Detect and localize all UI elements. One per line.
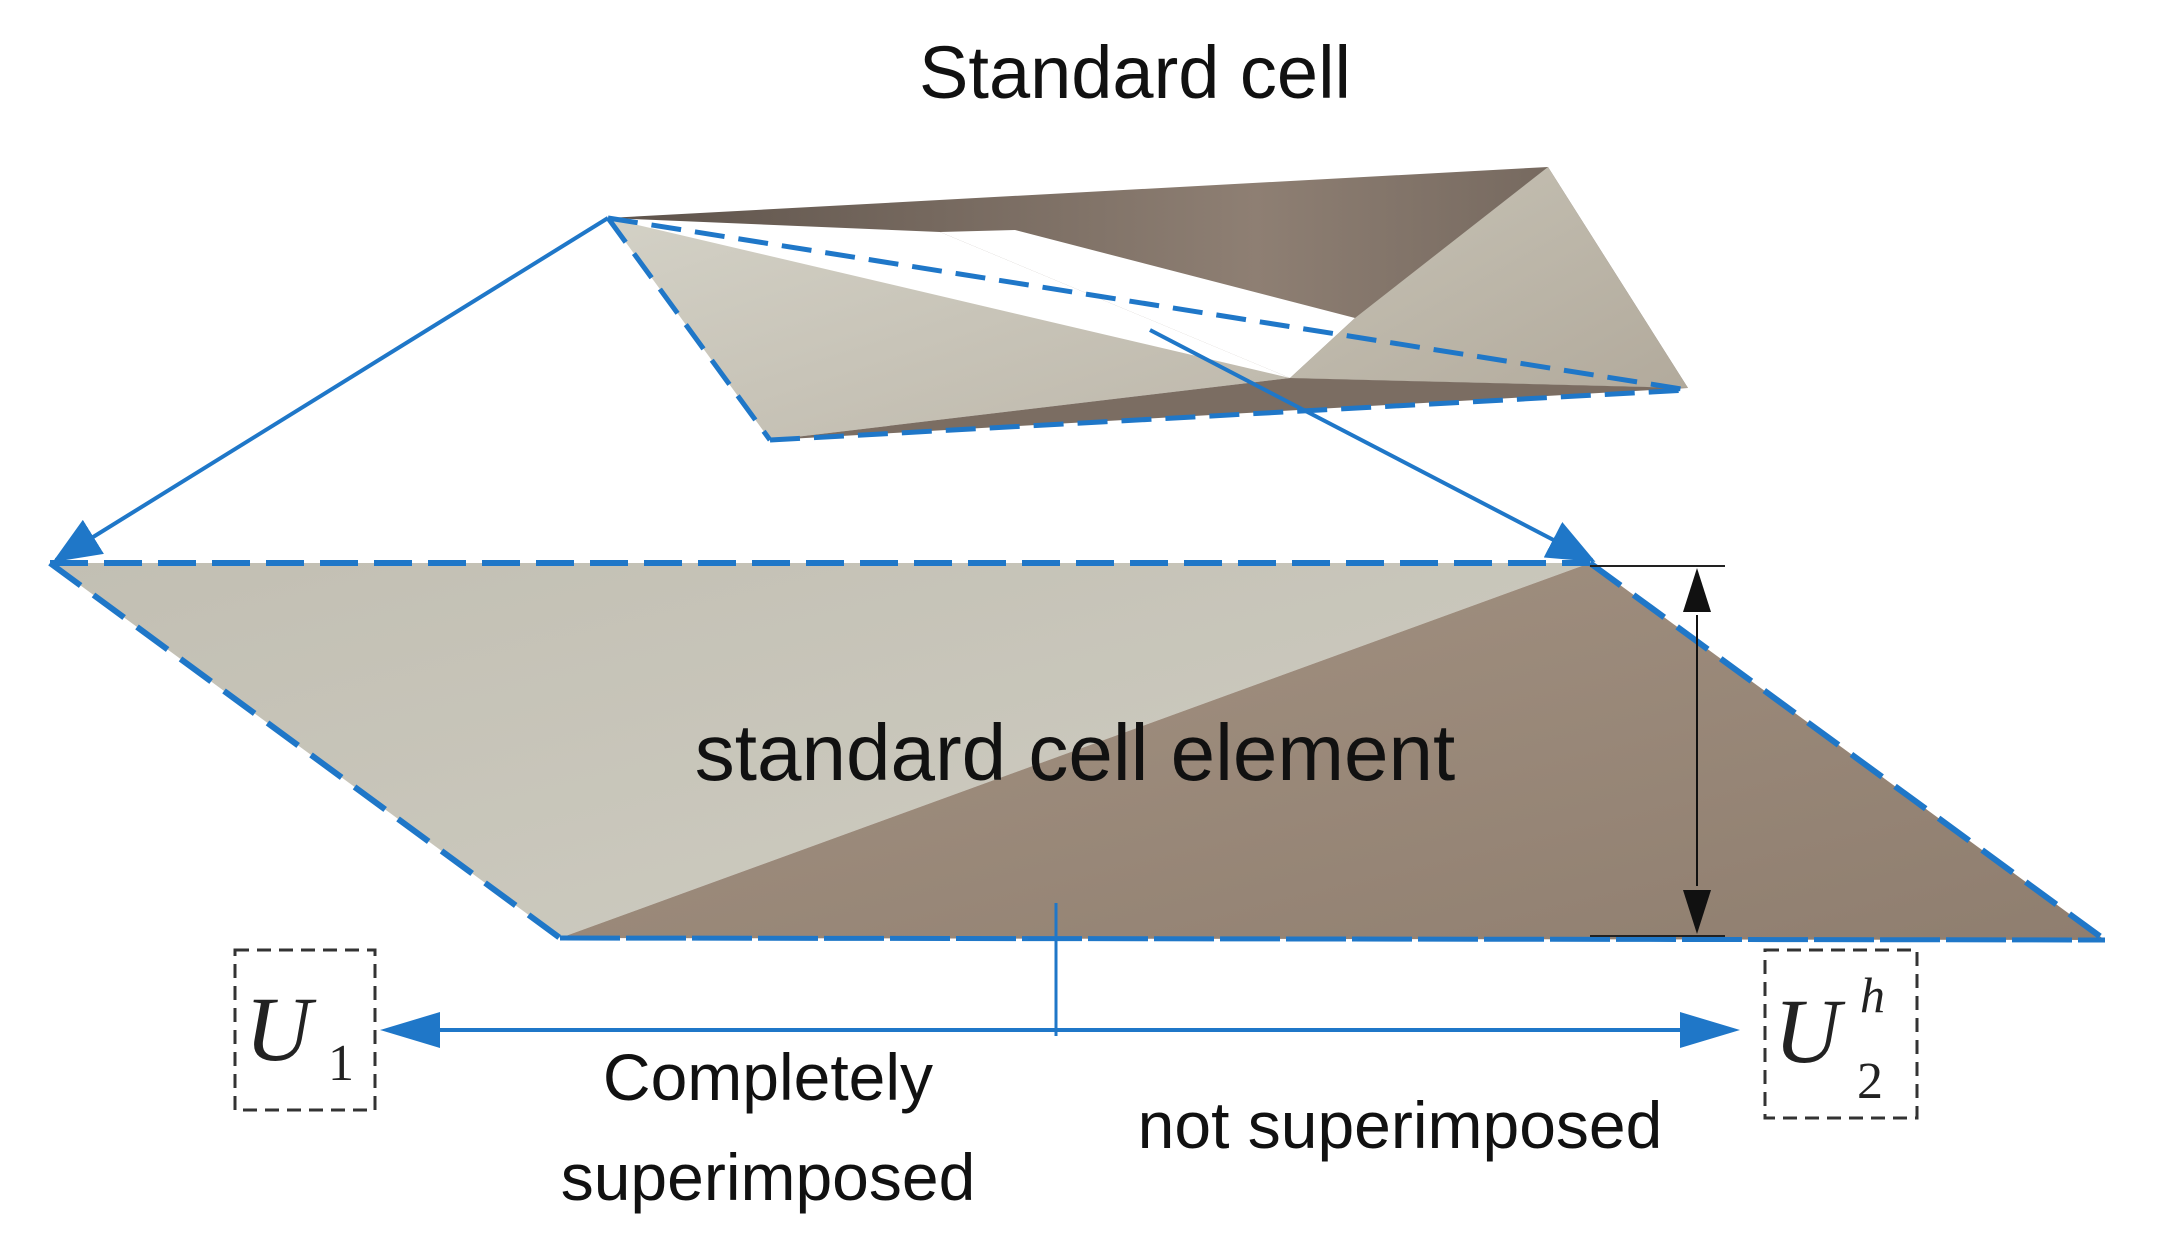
top-cell-front-light-face (608, 218, 1290, 440)
top-cell-dashed-edge-a (607, 215, 1689, 393)
element-bottom-edge (559, 935, 2106, 943)
standard-cell-element (48, 560, 2107, 943)
diagram-title: Standard cell (919, 31, 1351, 114)
u1-symbol: U (245, 978, 317, 1080)
element-light-triangle (50, 563, 1590, 938)
mapping-arrow-right (1149, 328, 1596, 562)
u2h-symbol: U (1774, 980, 1846, 1082)
height-arrowhead-up (1683, 568, 1711, 612)
u2h-dashed-box (1763, 948, 1919, 1120)
height-arrowhead-down (1683, 890, 1711, 934)
top-cell-bottom-dark-fold (770, 378, 1688, 440)
top-cell-dashed-edge-b (605, 216, 773, 442)
mapping-arrow-left (52, 216, 610, 563)
height-dimension (1590, 565, 1725, 937)
label-not-superimposed: not superimposed (1138, 1088, 1663, 1162)
top-cell-right-light-face (1290, 167, 1688, 388)
label-completely: Completely (603, 1040, 933, 1114)
u2h-symbol-box: U h 2 (1763, 948, 1919, 1120)
double-arrow-right-head (1680, 1012, 1740, 1048)
u1-dashed-box (233, 948, 377, 1112)
top-cell-dashed-edge-c (769, 387, 1689, 443)
u2h-superscript: h (1860, 967, 1885, 1023)
standard-cell-3d (605, 167, 1689, 443)
double-arrow-left-head (380, 1012, 440, 1048)
u1-symbol-box: U 1 (233, 948, 377, 1112)
u2h-subscript: 2 (1857, 1053, 1883, 1110)
u1-subscript: 1 (328, 1035, 354, 1092)
element-label: standard cell element (695, 708, 1455, 797)
label-superimposed: superimposed (561, 1140, 976, 1214)
element-dark-triangle (560, 563, 2105, 940)
